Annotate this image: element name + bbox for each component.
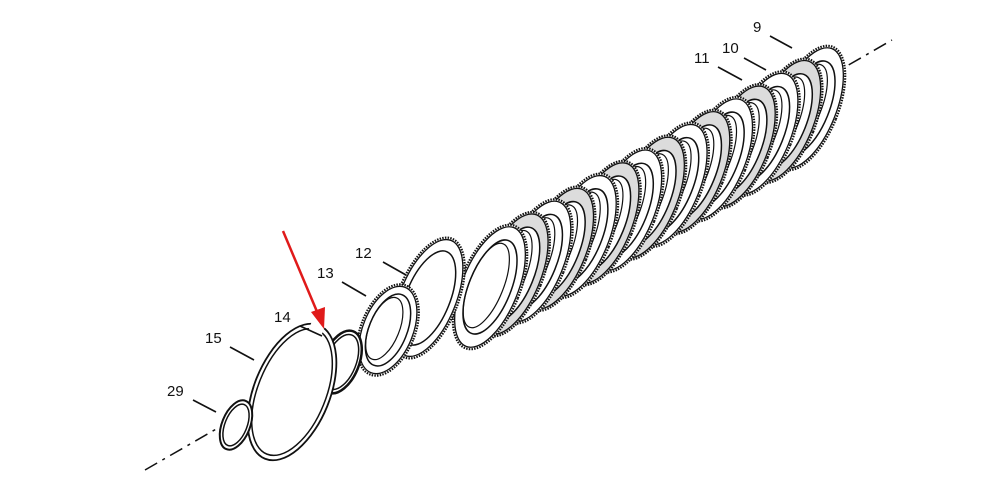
- highlight-arrow: [281, 230, 325, 329]
- leader-line-10: [743, 57, 767, 71]
- callout-label-13: 13: [317, 265, 334, 282]
- callout-label-15: 15: [205, 330, 222, 347]
- clutch-plate: [451, 223, 529, 351]
- callout-label-14: 14: [274, 309, 291, 326]
- snap-ring-15: [246, 316, 338, 462]
- leader-line-15: [229, 346, 255, 361]
- callout-label-12: 12: [355, 245, 372, 262]
- leader-line-12: [382, 261, 407, 276]
- clutch-plate-stack: [451, 44, 847, 351]
- callout-label-11: 11: [694, 50, 710, 67]
- callout-label-29: 29: [167, 383, 184, 400]
- front-parts: [218, 236, 466, 462]
- leader-line-14: [299, 325, 323, 337]
- leader-line-13: [341, 281, 367, 297]
- piston-13: [356, 283, 420, 377]
- leader-line-29: [192, 399, 217, 413]
- retaining-ring-29: [218, 399, 254, 451]
- leader-line-9: [769, 35, 793, 49]
- callout-label-10: 10: [722, 40, 739, 57]
- callout-labels: 9 10 11 12 13 14 15 29: [167, 19, 793, 413]
- callout-label-9: 9: [753, 19, 761, 36]
- leader-line-11: [717, 66, 743, 81]
